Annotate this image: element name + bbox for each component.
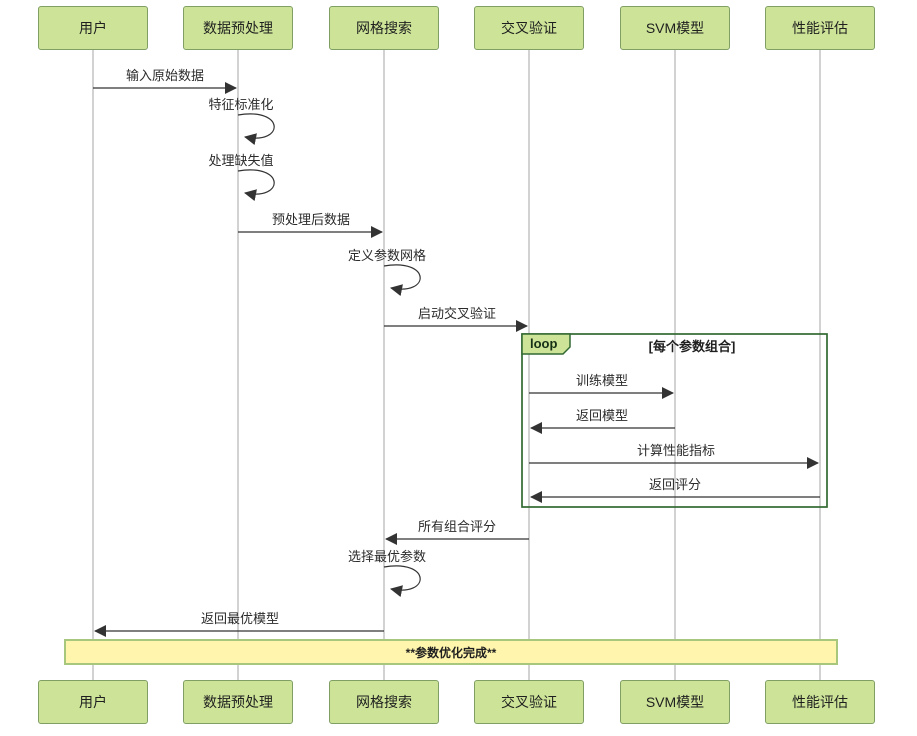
message-label: 启动交叉验证 xyxy=(417,306,497,321)
message-label: 选择最优参数 xyxy=(347,549,427,564)
self-loop-arrows xyxy=(237,113,421,598)
message-label: 所有组合评分 xyxy=(417,519,497,534)
actor-label: 用户 xyxy=(79,20,107,36)
actor-label: 性能评估 xyxy=(792,694,848,710)
actor-data-preprocessing-bottom: 数据预处理 xyxy=(183,680,293,724)
note-text: **参数优化完成** xyxy=(405,645,497,660)
message-label: 计算性能指标 xyxy=(636,443,716,458)
actor-label: 用户 xyxy=(79,694,107,710)
actor-label: 性能评估 xyxy=(792,20,848,36)
message-label: 返回评分 xyxy=(648,477,702,492)
actor-user-bottom: 用户 xyxy=(38,680,148,724)
actor-label: 数据预处理 xyxy=(203,20,273,36)
message-label: 定义参数网格 xyxy=(347,248,427,263)
actor-cross-validation-bottom: 交叉验证 xyxy=(474,680,584,724)
message-label: 处理缺失值 xyxy=(208,153,274,168)
actor-performance-eval-top: 性能评估 xyxy=(765,6,875,50)
message-label: 返回最优模型 xyxy=(200,611,280,626)
loop-frame xyxy=(521,333,828,508)
actor-performance-eval-bottom: 性能评估 xyxy=(765,680,875,724)
actor-grid-search-bottom: 网格搜索 xyxy=(329,680,439,724)
actor-label: 网格搜索 xyxy=(356,20,412,36)
message-label: 预处理后数据 xyxy=(271,212,351,227)
actor-svm-model-top: SVM模型 xyxy=(620,6,730,50)
actor-label: SVM模型 xyxy=(645,694,705,710)
loop-keyword-label: loop xyxy=(530,336,558,351)
actor-user-top: 用户 xyxy=(38,6,148,50)
loop-tab xyxy=(521,333,571,355)
actor-label: 交叉验证 xyxy=(501,694,557,710)
actor-label: 数据预处理 xyxy=(203,694,273,710)
actor-data-preprocessing-top: 数据预处理 xyxy=(183,6,293,50)
message-label: 特征标准化 xyxy=(208,97,274,112)
lifelines xyxy=(92,50,821,680)
actor-grid-search-top: 网格搜索 xyxy=(329,6,439,50)
actor-label: SVM模型 xyxy=(645,20,705,36)
actor-cross-validation-top: 交叉验证 xyxy=(474,6,584,50)
loop-condition: [每个参数组合] xyxy=(648,339,736,354)
message-label: 返回模型 xyxy=(575,408,629,423)
actor-label: 网格搜索 xyxy=(356,694,412,710)
note-banner: **参数优化完成** xyxy=(64,639,838,665)
message-label: 训练模型 xyxy=(575,373,629,388)
actor-svm-model-bottom: SVM模型 xyxy=(620,680,730,724)
message-arrows xyxy=(93,82,820,637)
actor-label: 交叉验证 xyxy=(501,20,557,36)
message-label: 输入原始数据 xyxy=(125,68,205,83)
